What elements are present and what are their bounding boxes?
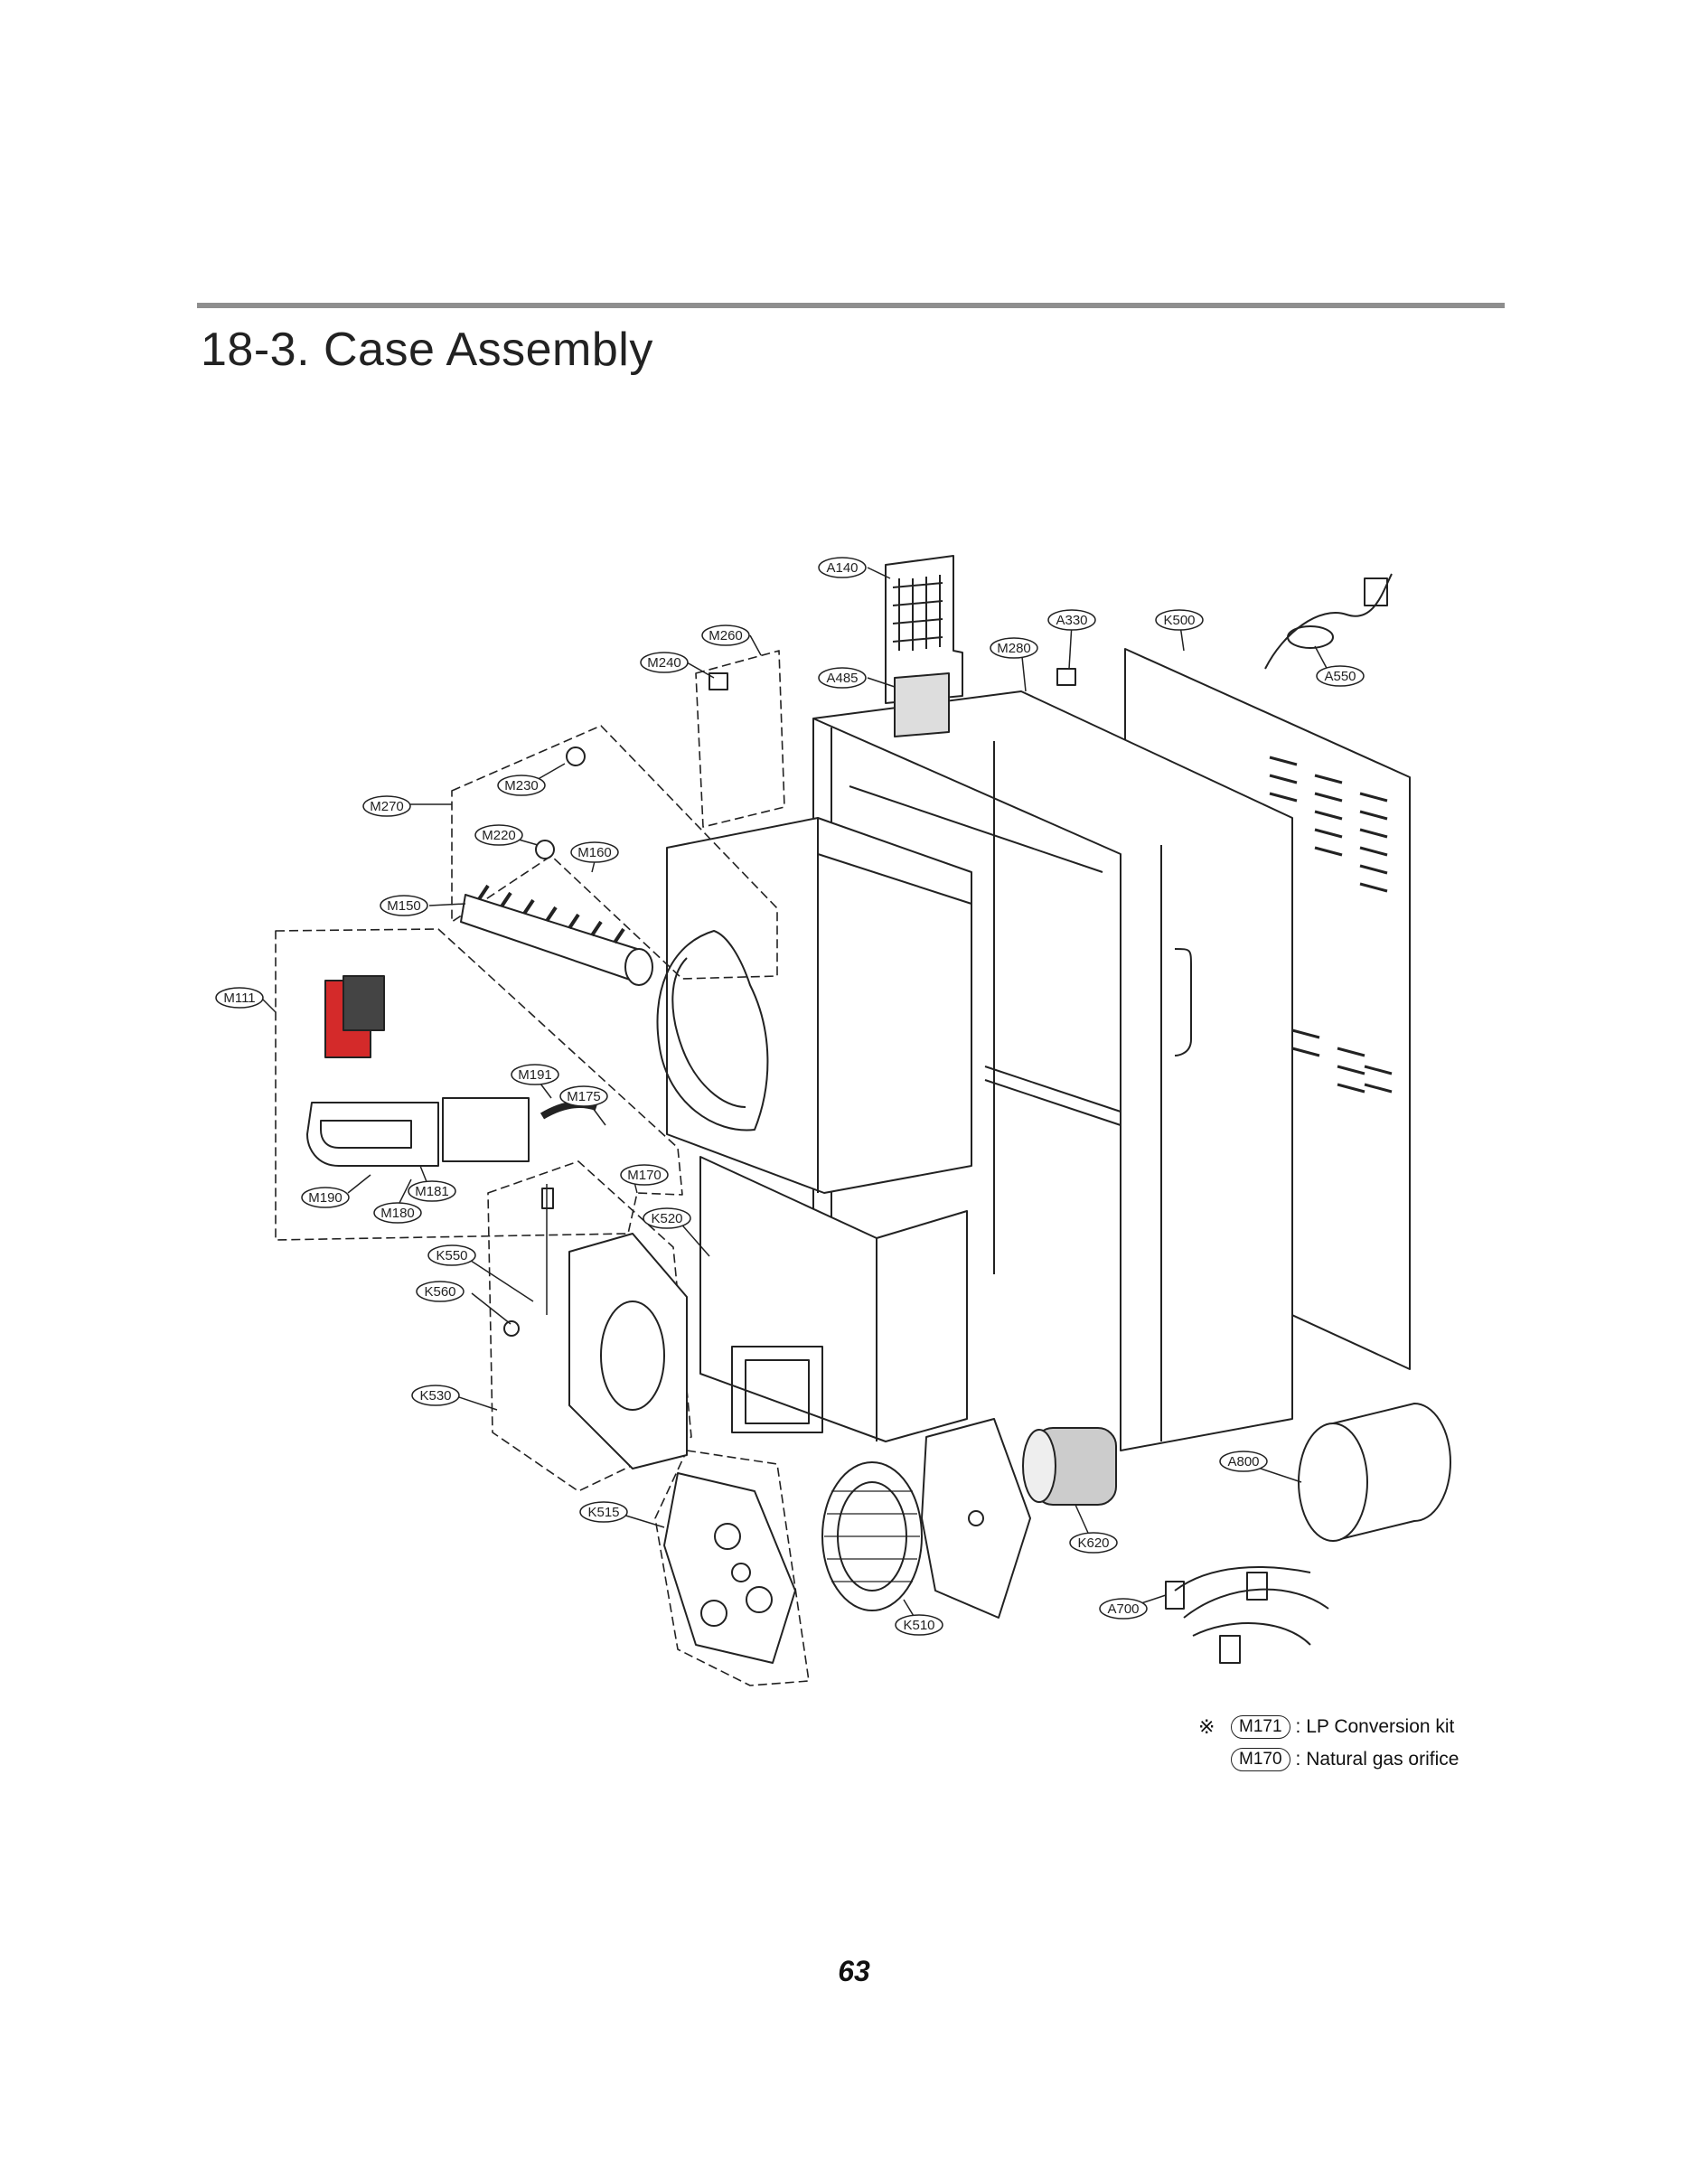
callout-M190: M190	[301, 1187, 350, 1208]
filter-frame	[885, 555, 963, 704]
svg-text:A485: A485	[826, 671, 858, 686]
svg-text:M190: M190	[308, 1190, 343, 1206]
svg-text:M181: M181	[415, 1184, 449, 1199]
svg-text:M260: M260	[709, 628, 743, 643]
callout-M180: M180	[373, 1202, 422, 1224]
svg-text:K560: K560	[424, 1284, 455, 1300]
callout-M170: M170	[620, 1164, 669, 1186]
legend-description: : Natural gas orifice	[1295, 1749, 1459, 1770]
svg-text:K620: K620	[1077, 1535, 1109, 1551]
svg-text:M280: M280	[997, 641, 1031, 656]
svg-text:A550: A550	[1324, 669, 1356, 684]
page-number: 63	[838, 1955, 870, 1987]
legend-code: M170	[1231, 1748, 1290, 1771]
legend-description: : LP Conversion kit	[1295, 1716, 1455, 1737]
reference-mark-icon: ※	[1198, 1715, 1215, 1738]
callout-K560: K560	[416, 1281, 465, 1302]
callout-K520: K520	[643, 1207, 691, 1229]
callout-K620: K620	[1069, 1532, 1118, 1554]
igniter-bracket	[546, 1184, 688, 1469]
svg-text:M160: M160	[577, 845, 612, 860]
svg-text:M111: M111	[223, 991, 255, 1006]
callout-labels: A140 M260 M240 A485 M280 A330 K500 A550 …	[215, 557, 1365, 1636]
callout-M175: M175	[559, 1085, 608, 1107]
callout-A550: A550	[1316, 665, 1365, 687]
small-parts	[503, 668, 1076, 1337]
legend: ※ M171 : LP Conversion kit M170 : Natura…	[1198, 1711, 1459, 1776]
svg-text:A700: A700	[1107, 1601, 1139, 1617]
callout-K500: K500	[1155, 609, 1204, 631]
svg-text:M270: M270	[370, 799, 404, 814]
blower-housing	[699, 1156, 968, 1442]
svg-text:M240: M240	[647, 655, 681, 671]
gas-valve-part	[324, 975, 385, 1058]
callout-K515: K515	[579, 1501, 628, 1523]
control-board	[894, 672, 950, 737]
svg-text:M150: M150	[387, 898, 421, 914]
svg-text:A800: A800	[1227, 1454, 1259, 1469]
igniter-group-outline	[487, 1160, 692, 1492]
callout-M240: M240	[640, 652, 689, 673]
callout-M280: M280	[990, 637, 1038, 659]
callout-K550: K550	[427, 1244, 476, 1266]
callout-M191: M191	[511, 1064, 559, 1085]
svg-text:A140: A140	[826, 560, 858, 576]
power-cord	[1264, 573, 1393, 670]
svg-text:M180: M180	[380, 1206, 415, 1221]
callout-M111: M111	[215, 987, 264, 1009]
svg-text:K510: K510	[903, 1618, 934, 1633]
svg-text:K500: K500	[1163, 613, 1195, 628]
callout-A330: A330	[1047, 609, 1096, 631]
blower-motor	[1022, 1427, 1117, 1506]
motor-plate-group-outline	[654, 1450, 810, 1686]
svg-text:M230: M230	[504, 778, 539, 793]
callout-K510: K510	[895, 1614, 943, 1636]
control-bracket-outline	[695, 650, 785, 828]
callout-M260: M260	[701, 624, 750, 646]
exhaust-duct	[1298, 1403, 1451, 1542]
page-title: 18-3. Case Assembly	[201, 324, 653, 376]
svg-text:M170: M170	[627, 1168, 662, 1183]
svg-text:K550: K550	[436, 1248, 467, 1263]
svg-text:A330: A330	[1056, 613, 1087, 628]
callout-M160: M160	[570, 841, 619, 863]
svg-text:K520: K520	[651, 1211, 682, 1226]
callout-M181: M181	[408, 1180, 456, 1202]
legend-code: M171	[1231, 1715, 1290, 1739]
burner-tube	[460, 884, 653, 986]
wire-harness	[1165, 1566, 1329, 1664]
callout-M150: M150	[380, 895, 428, 916]
callout-M220: M220	[474, 824, 523, 846]
svg-text:M220: M220	[482, 828, 516, 843]
legend-row: ※ M171 : LP Conversion kit	[1198, 1711, 1459, 1743]
callout-K530: K530	[411, 1385, 460, 1406]
motor-plate	[663, 1472, 796, 1664]
callout-M270: M270	[362, 795, 411, 817]
header-rule	[197, 303, 1505, 308]
gas-valve-assembly	[306, 1097, 598, 1167]
callout-A485: A485	[818, 667, 867, 689]
svg-text:M175: M175	[567, 1089, 601, 1104]
motor-mount-plate	[921, 1418, 1031, 1619]
svg-text:K530: K530	[419, 1388, 451, 1404]
callout-A700: A700	[1099, 1598, 1148, 1620]
blower-wheel	[821, 1461, 923, 1611]
legend-row: M170 : Natural gas orifice	[1198, 1743, 1459, 1776]
callout-M230: M230	[497, 775, 546, 796]
callout-A140: A140	[818, 557, 867, 578]
gas-valve-group-outline	[275, 928, 683, 1241]
svg-text:M191: M191	[518, 1067, 552, 1083]
combustion-chamber	[656, 817, 972, 1194]
svg-text:K515: K515	[587, 1505, 619, 1520]
callout-A800: A800	[1219, 1451, 1268, 1472]
